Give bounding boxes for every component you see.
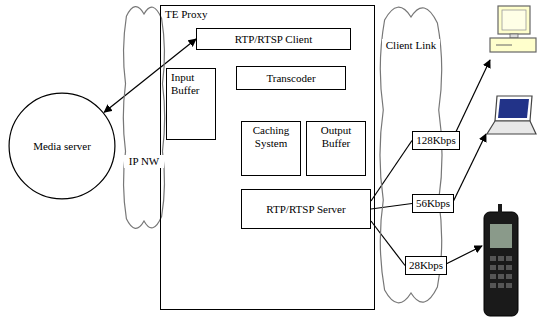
proxy-box: TE ProxyRTP/RTSP ClientInput Buffer Trans… [160,5,375,310]
node-label: TE Proxy [165,8,370,21]
desktop-icon [490,6,536,52]
connector [371,204,412,210]
transcoder-box: Transcoder [236,66,346,90]
node-label: Media server [33,140,91,153]
cache-box: Caching System [241,121,301,176]
buffer-box: Input Buffer [166,68,216,140]
circle-path [9,93,115,199]
server-box: RTP/RTSP Server [241,189,371,229]
laptop-icon [487,96,536,134]
rate-box: 28Kbps [405,256,447,275]
node-label: Client Link [382,39,440,52]
node-label: 28Kbps [409,259,443,272]
buffer-box: Output Buffer [306,121,366,176]
node-label: Transcoder [266,72,315,85]
rate-box: 128Kbps [412,131,460,150]
client-box: RTP/RTSP Client [196,28,351,50]
link-line [446,246,482,264]
phone-icon [484,204,518,316]
connector [371,141,412,202]
node-label: 56Kbps [416,197,450,210]
node-label: RTP/RTSP Client [235,33,312,46]
cloud-path [123,7,164,229]
connector [371,221,405,266]
node-label: IP NW [124,155,164,168]
rate-box: 56Kbps [412,194,454,213]
link-line [453,60,490,138]
node-label: 128Kbps [416,134,456,147]
node-label: Caching System [245,124,297,149]
node-label: RTP/RTSP Server [266,203,345,216]
node-label: Input Buffer [171,71,211,96]
node-label: Output Buffer [310,124,362,149]
server-circle: Media server [8,92,116,200]
